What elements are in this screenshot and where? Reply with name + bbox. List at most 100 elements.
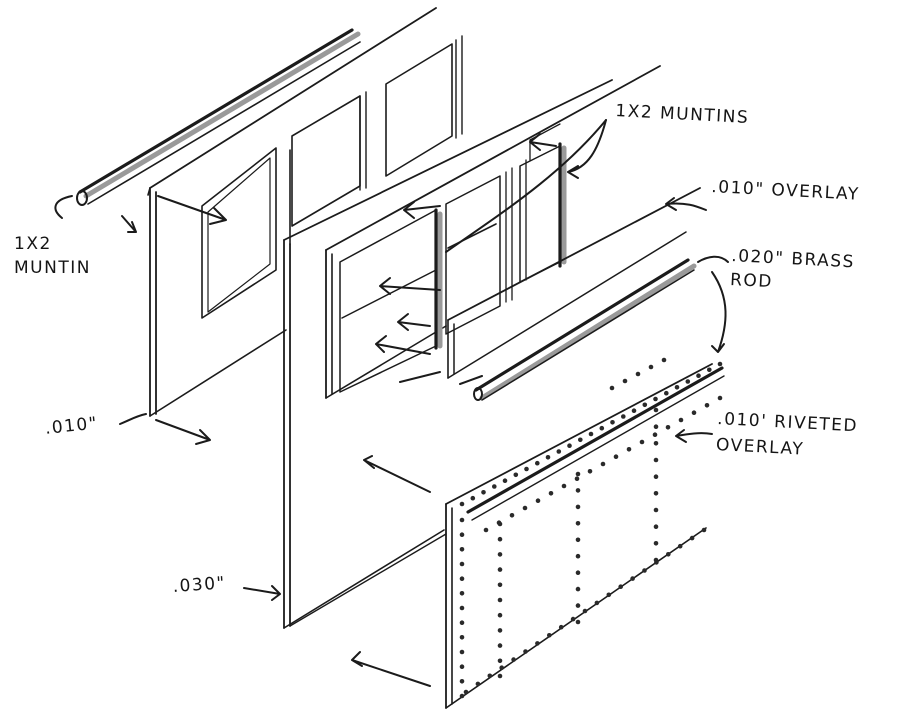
rivet-dot (613, 454, 619, 460)
rivet-dot (575, 570, 581, 575)
rivet-dot (483, 527, 489, 533)
rivet-dot (511, 657, 516, 662)
rivet-dot (497, 673, 503, 679)
rivet-dot (653, 424, 659, 430)
rivet-dot (665, 425, 671, 430)
rivet-dot (661, 357, 667, 363)
rivet-dot (691, 410, 697, 416)
leader-brass-rod-2 (711, 271, 727, 353)
rivet-dot (547, 633, 552, 638)
arrow-overlay-3 (397, 313, 431, 331)
rivet-dot (652, 432, 658, 438)
rivet-dot (674, 385, 680, 390)
rivet-dot (707, 367, 712, 373)
rivet-dot (524, 466, 529, 472)
leader-010 (119, 413, 147, 425)
rivet-dot (648, 364, 654, 370)
rivet-dot (497, 643, 503, 648)
riveted-overlay-panel (445, 363, 725, 709)
rivet-dot (459, 576, 465, 581)
arrow-overlay-2 (379, 277, 441, 295)
rivet-dot (639, 439, 645, 445)
rivet-dot (523, 649, 528, 654)
rivet-dot (588, 431, 594, 437)
rivet-dot (631, 408, 637, 414)
rivet-dot (463, 689, 469, 695)
rivet-dot (459, 532, 465, 537)
muntin-rod-top (76, 28, 361, 206)
rivet-dot (459, 605, 465, 611)
rivet-dot (570, 616, 576, 622)
rivet-dot (685, 379, 691, 384)
rivet-dot (497, 612, 503, 618)
rivet-dot (666, 552, 671, 557)
rear-panel-010 (147, 7, 463, 417)
rivet-pattern (459, 357, 723, 699)
arrow-overlay-5 (399, 371, 441, 383)
leader-muntins (567, 119, 607, 179)
rivet-dot (459, 679, 465, 684)
rivet-dot (575, 471, 581, 477)
rivet-dot (701, 527, 707, 533)
rivet-dot (558, 624, 564, 630)
label-020-brass-rod: .020" BRASS ROD (729, 245, 856, 293)
rivet-dot (575, 586, 581, 592)
arrow-riveted-1 (363, 455, 431, 493)
rivet-dot (497, 567, 503, 572)
rivet-dot (594, 600, 600, 606)
lower-overlay-strip (447, 187, 701, 379)
rivet-dot (621, 414, 626, 419)
rivet-dot (704, 403, 710, 408)
label-010-riveted-overlay: .010' RIVETED OVERLAY (715, 408, 859, 460)
rivet-dot (717, 361, 723, 367)
rivet-dot (575, 521, 581, 526)
rivet-dot (556, 449, 562, 454)
rivet-dot (618, 584, 623, 589)
rivet-dot (497, 597, 503, 603)
rivet-dot (475, 681, 481, 687)
leader-overlay (665, 197, 707, 211)
arrow-riveted-2 (351, 651, 431, 687)
rivet-dot (459, 635, 465, 640)
rivet-dot (470, 495, 476, 501)
arrow-rear-2 (155, 419, 211, 445)
rivet-dot (535, 498, 541, 504)
assembly-arrows (54, 119, 729, 687)
rivet-dot (642, 402, 648, 408)
rivet-dot (497, 658, 503, 664)
rivet-dot (459, 620, 465, 625)
rivet-dot (689, 535, 695, 541)
rivet-dot (630, 576, 635, 581)
leader-muntin (54, 195, 73, 219)
arrow-muntin-in (121, 215, 137, 233)
rivet-dot (575, 488, 581, 493)
rivet-dot (578, 437, 583, 443)
rivet-dot (582, 608, 588, 614)
brass-rod-020 (473, 258, 697, 401)
rivet-dot (497, 628, 503, 633)
rivet-dot (575, 553, 581, 559)
rivet-dot (653, 524, 659, 529)
main-panel-030 (283, 79, 613, 629)
rivet-dot (653, 441, 659, 446)
rivet-dot (459, 591, 465, 596)
rivet-dot (459, 517, 465, 523)
rivet-dot (459, 664, 465, 669)
rivet-dot (509, 513, 515, 518)
rivet-dot (502, 478, 508, 484)
rivet-dot (678, 417, 684, 423)
rivet-dot (653, 507, 659, 513)
rivet-dot (492, 484, 497, 489)
rivet-dot (545, 455, 551, 460)
arrow-muntins-top (529, 133, 557, 151)
rivet-dot (653, 541, 659, 546)
arrow-brass-rod (459, 375, 483, 385)
rivet-dot (481, 490, 486, 495)
leader-riveted (675, 429, 713, 443)
label-1x2-muntin: 1X2 MUNTIN (14, 234, 91, 278)
rivet-dot (653, 396, 658, 402)
rivet-dot (609, 385, 615, 391)
rivet-dot (610, 420, 615, 425)
rivet-dot (497, 536, 503, 542)
